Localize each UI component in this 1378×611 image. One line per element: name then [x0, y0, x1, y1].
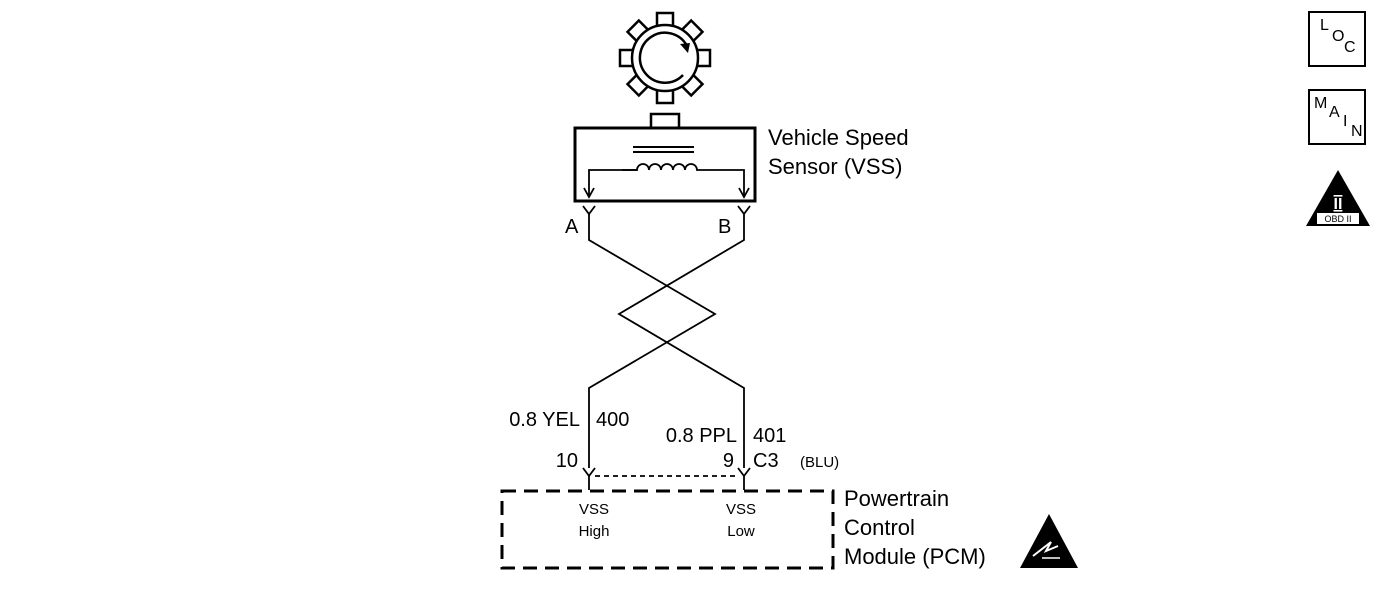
pcm-input-low-line2: Low: [727, 523, 755, 540]
connector-color: (BLU): [800, 454, 839, 471]
terminal-a-label: A: [565, 216, 579, 238]
wire-right-size-color: 0.8 PPL: [666, 425, 737, 447]
sensor-terminal-forks: [582, 205, 751, 216]
sensor-name-line2: Sensor (VSS): [768, 154, 903, 179]
wire-left-size-color: 0.8 YEL: [509, 409, 580, 431]
pcm-name-line2: Control: [844, 515, 915, 540]
pcm-input-high-line1: VSS: [579, 501, 609, 518]
reluctor-wheel-icon: [618, 11, 712, 105]
loc-letter-c: C: [1344, 39, 1356, 56]
connector-name: C3: [753, 450, 779, 472]
pcm-name-line1: Powertrain: [844, 486, 949, 511]
pin-right-number: 9: [723, 450, 734, 472]
pcm-name-line3: Module (PCM): [844, 544, 986, 569]
pcm-input-high-line2: High: [579, 523, 610, 540]
obd-ii-label: OBD II: [1324, 214, 1351, 224]
main-button[interactable]: M A I N: [1308, 89, 1366, 145]
connector-c3-pins: [582, 467, 751, 490]
main-letter-i: I: [1343, 113, 1348, 130]
obd-ii-numeral: II: [1334, 196, 1343, 213]
sensor-name-line1: Vehicle Speed: [768, 125, 909, 150]
main-letter-a: A: [1329, 104, 1340, 121]
vss-sensor-body: [573, 112, 757, 203]
wire-right-circuit: 401: [753, 425, 786, 447]
esd-sensitive-icon: [1020, 514, 1078, 568]
loc-button[interactable]: L O C: [1308, 11, 1366, 67]
main-letter-m: M: [1314, 95, 1328, 112]
main-letter-n: N: [1351, 123, 1363, 140]
wire-left-circuit: 400: [596, 409, 629, 431]
terminal-b-label: B: [718, 216, 731, 238]
pcm-input-low-line1: VSS: [726, 501, 756, 518]
pin-left-number: 10: [556, 450, 578, 472]
pcm-box: [500, 489, 835, 570]
loc-letter-l: L: [1320, 17, 1329, 34]
obd-ii-triangle-icon: [1306, 170, 1370, 226]
twisted-pair-wires: [588, 214, 745, 468]
obd-ii-button[interactable]: II OBD II: [1304, 168, 1372, 228]
loc-letter-o: O: [1332, 28, 1345, 45]
